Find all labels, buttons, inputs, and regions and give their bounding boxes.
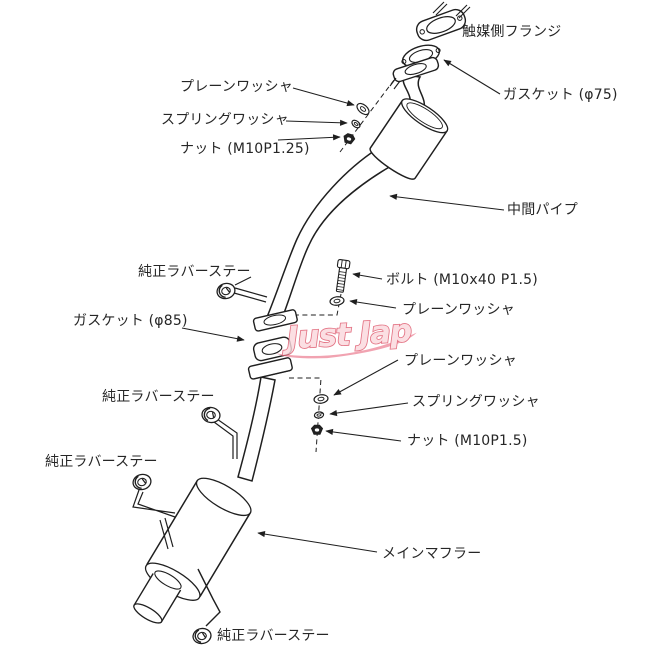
label-rubber-stay-3: 純正ラバーステー	[45, 454, 158, 470]
nut-top-icon	[342, 132, 357, 145]
leader-gasket-85	[181, 327, 245, 342]
label-plain-washer-mid: プレーンワッシャ	[402, 302, 515, 318]
label-gasket-85: ガスケット (φ85)	[73, 313, 188, 329]
catalyst-flange-drawing	[415, 1, 471, 42]
rubber-stay-grommet-1	[214, 280, 238, 302]
leader-gasket-75	[443, 59, 501, 95]
leader-spring-washer-top	[285, 119, 348, 126]
leader-plain-washer-mid	[349, 298, 397, 309]
leader-intermediate-pipe	[389, 193, 505, 211]
stay-rod-2	[213, 418, 238, 459]
label-rubber-stay-2: 純正ラバーステー	[102, 389, 215, 405]
bolt-icon	[335, 259, 351, 293]
leader-bolt	[352, 272, 383, 280]
flange-stud-lines	[432, 1, 471, 19]
hanger-rods	[132, 287, 268, 518]
leader-main-muffler	[257, 531, 378, 553]
label-rubber-stay-4: 純正ラバーステー	[217, 628, 330, 644]
joint-lower-flange-drawing	[247, 357, 293, 380]
label-spring-washer-top: スプリングワッシャ	[161, 112, 289, 128]
watermark-text: Just Jap	[280, 313, 412, 357]
label-gasket-75: ガスケット (φ75)	[503, 87, 618, 103]
leader-plain-washer-right	[333, 359, 399, 396]
dashed-axis-bolt	[292, 293, 342, 316]
rubber-stay-grommet-4	[191, 626, 213, 646]
sub-muffler-drawing	[369, 98, 449, 180]
leader-arrows	[181, 59, 505, 553]
muffler-strap-lines	[159, 517, 174, 550]
label-spring-washer-right: スプリングワッシャ	[412, 394, 540, 410]
spring-washer-right-icon	[313, 410, 325, 420]
rubber-stay-grommet-2	[200, 405, 222, 425]
rubber-stay-grommet-3	[130, 471, 154, 493]
leader-nut-right	[325, 428, 402, 442]
label-bolt: ボルト (M10x40 P1.5)	[386, 272, 538, 288]
nut-right-icon	[311, 424, 323, 435]
pipe-flange-stud-lines	[389, 77, 401, 90]
leader-spring-washer-right	[329, 402, 409, 417]
intermediate-pipe-drawing	[265, 148, 393, 322]
label-main-muffler: メインマフラー	[382, 546, 482, 562]
watermark: Just Jap	[275, 312, 417, 359]
plain-washer-right-icon	[312, 393, 330, 405]
plain-washer-mid-icon	[328, 295, 346, 307]
label-intermediate-pipe: 中間パイプ	[507, 202, 578, 218]
label-catalyst-flange: 触媒側フランジ	[462, 24, 562, 40]
watermark-swoosh	[275, 332, 417, 359]
label-plain-washer-top: プレーンワッシャ	[180, 79, 293, 95]
label-plain-washer-right: プレーンワッシャ	[404, 353, 517, 369]
label-rubber-stay-1: 純正ラバーステー	[138, 264, 251, 280]
leader-nut-top	[277, 134, 341, 141]
main-muffler-drawing	[133, 477, 252, 624]
leader-plain-washer-top	[292, 87, 355, 107]
label-nut-top: ナット (M10P1.25)	[180, 141, 310, 157]
spring-washer-top-icon	[349, 117, 363, 130]
stay-rod-1	[233, 287, 268, 303]
label-nut-right: ナット (M10P1.5)	[407, 433, 528, 449]
stay-rod-3	[132, 489, 176, 518]
leader-rubber-stay-1	[234, 276, 252, 286]
front-pipe-flange-drawing	[389, 56, 440, 90]
joint-upper-flange-drawing	[252, 309, 298, 332]
muffler-inlet-pipe-drawing	[237, 376, 276, 482]
tail-hanger-bracket	[197, 568, 221, 627]
